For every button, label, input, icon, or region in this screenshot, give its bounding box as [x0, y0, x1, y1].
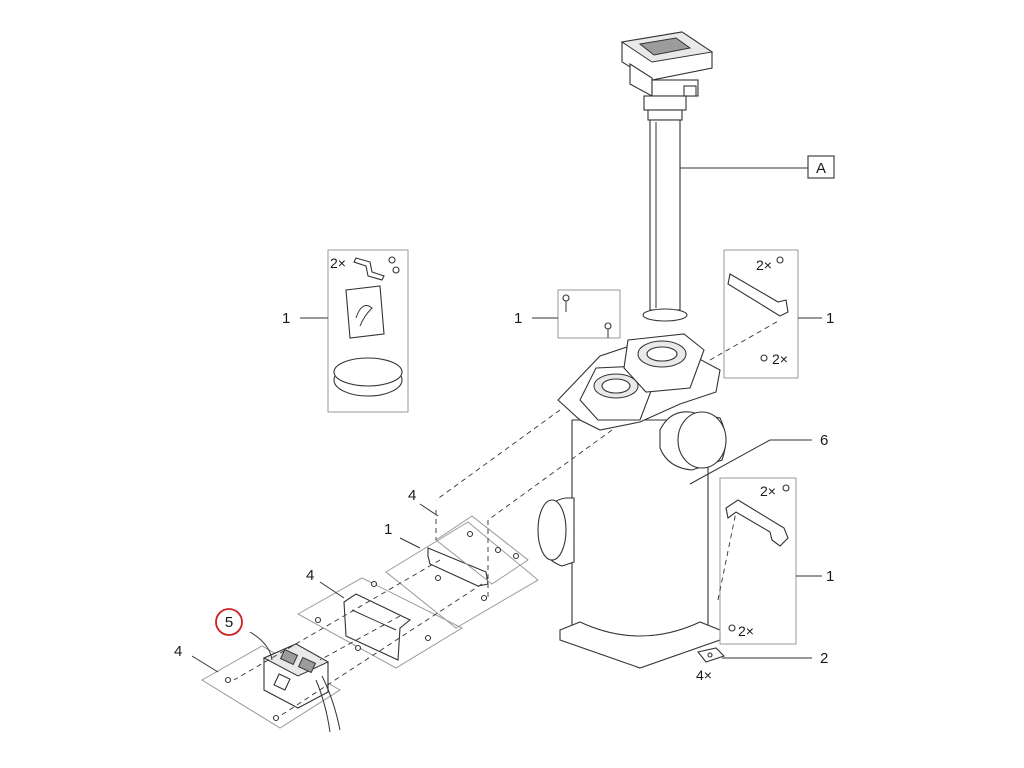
callout-A-box [807, 155, 835, 179]
qty-right-bottom-nut: 2× [738, 623, 754, 639]
callout-4-left: 4 [174, 643, 182, 660]
callout-6: 6 [820, 432, 828, 449]
kit-box-mid [557, 289, 621, 339]
qty-right-top-nut: 2× [772, 351, 788, 367]
qty-right-top-screw: 2× [756, 257, 772, 273]
callout-5: 5 [225, 614, 233, 631]
callout-1-right-bottom: 1 [826, 568, 834, 585]
mounting-bracket-plate [427, 547, 489, 602]
kit-box-right-top [723, 249, 799, 379]
qty-right-bottom-screw: 2× [760, 483, 776, 499]
top-plate-screws [562, 294, 612, 338]
gasket-plate [314, 580, 432, 661]
foot-pad [697, 647, 726, 663]
grease-sachet [345, 285, 385, 339]
leader-6 [689, 439, 771, 485]
assembly-lines [233, 319, 781, 717]
kit-box-4-left [201, 645, 341, 729]
callout-1-right-top: 1 [826, 310, 834, 327]
clamp-ring [333, 357, 403, 397]
callout-2: 2 [820, 650, 828, 667]
callout-4-top: 4 [408, 487, 416, 504]
kit-box-4-top [435, 515, 529, 585]
bracket-right-bottom [725, 484, 790, 632]
callout-1-lower: 1 [384, 521, 392, 538]
callout-1-left: 1 [282, 310, 290, 327]
bracket-right-top [727, 256, 789, 362]
sensor-unit [620, 31, 714, 322]
kit-box-lower-bracket [385, 521, 539, 629]
filter-housing [537, 333, 727, 669]
highlight-circle-5 [215, 608, 243, 636]
kit-box-left [327, 249, 409, 413]
qty-left-kit-bracket: 2× [330, 255, 346, 271]
callout-1-mid: 1 [514, 310, 522, 327]
kit-box-right-bottom [719, 477, 797, 645]
controller-box [224, 643, 341, 733]
screws-4-top [466, 530, 520, 560]
kit-box-4-mid [296, 577, 464, 669]
qty-foot: 4× [696, 667, 712, 683]
callout-4-mid: 4 [306, 567, 314, 584]
callout-A: A [816, 160, 826, 177]
mounting-bracket-small [353, 256, 400, 281]
